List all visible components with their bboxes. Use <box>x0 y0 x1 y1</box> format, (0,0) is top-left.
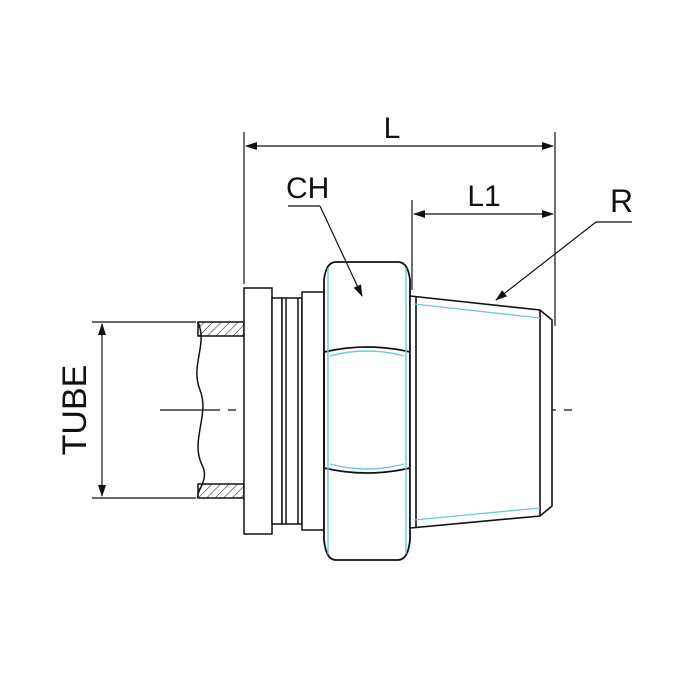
leader-R <box>495 221 632 301</box>
dimension-L-label: L <box>384 112 401 145</box>
hex-accent-lines <box>327 268 407 554</box>
leader-CH <box>288 205 363 297</box>
release-ring <box>271 297 283 525</box>
tube <box>196 321 245 499</box>
hex-width-label: CH <box>286 172 329 205</box>
thread-accent-lines <box>413 303 541 521</box>
dimension-L1 <box>411 200 554 290</box>
tube-wall-bottom <box>197 483 245 499</box>
hex-body <box>323 261 411 561</box>
thread-label: R <box>610 183 633 219</box>
thread-section <box>409 295 553 529</box>
dimension-L <box>243 132 556 326</box>
tube-wall-top <box>197 321 245 337</box>
collar <box>243 287 325 535</box>
dimension-L1-label: L1 <box>467 180 500 213</box>
tube-label: TUBE <box>56 365 94 456</box>
dimension-tube <box>92 321 196 499</box>
tube-break-line <box>196 321 206 499</box>
o-ring-groove <box>281 297 303 525</box>
